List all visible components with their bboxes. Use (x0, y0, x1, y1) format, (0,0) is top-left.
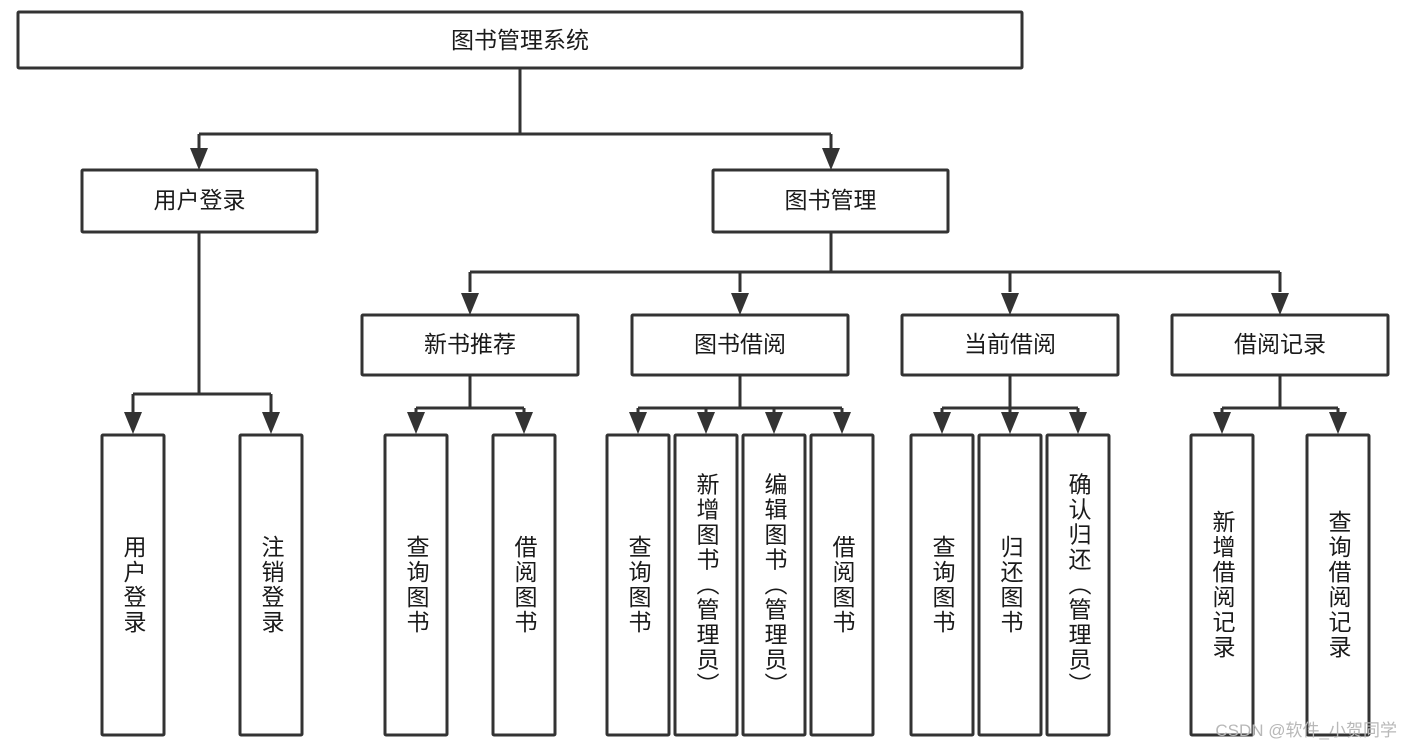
node-user-login[interactable]: 用户登录 (80, 168, 319, 234)
connector-root-to-level2 (190, 68, 840, 170)
leaf-query-record[interactable]: 查询借阅记录 (1305, 433, 1371, 737)
leaf-query-book-2-label: 查询图书 (625, 535, 652, 635)
node-current-borrow-label: 当前借阅 (964, 331, 1056, 357)
arrow-to-leaf-add-record (1213, 412, 1231, 434)
leaf-edit-book[interactable]: 编辑图书（管理员） (741, 433, 807, 737)
leaf-query-book-2[interactable]: 查询图书 (605, 433, 671, 737)
leaf-user-login[interactable]: 用户登录 (100, 433, 166, 737)
leaf-add-record[interactable]: 新增借阅记录 (1189, 433, 1255, 737)
leaf-logout-label: 注销登录 (258, 535, 285, 635)
node-borrow-record-label: 借阅记录 (1234, 331, 1326, 357)
arrow-to-leaf-add-book (697, 412, 715, 434)
arrow-to-leaf-borrow-book-2 (833, 412, 851, 434)
leaf-query-book-3[interactable]: 查询图书 (909, 433, 975, 737)
node-root-label: 图书管理系统 (451, 27, 589, 53)
node-current-borrow[interactable]: 当前借阅 (900, 313, 1120, 377)
leaf-add-book[interactable]: 新增图书（管理员） (673, 433, 739, 737)
arrow-to-leaf-user-login (124, 412, 142, 434)
arrow-to-leaf-query-book-1 (407, 412, 425, 434)
watermark-text: CSDN @软件_小贺同学 (1215, 721, 1397, 740)
node-new-book-rec[interactable]: 新书推荐 (360, 313, 580, 377)
node-book-borrow-label: 图书借阅 (694, 331, 786, 357)
leaf-query-book-1[interactable]: 查询图书 (383, 433, 449, 737)
leaf-query-book-3-label: 查询图书 (929, 535, 956, 635)
leaf-borrow-book-1[interactable]: 借阅图书 (491, 433, 557, 737)
leaf-return-book[interactable]: 归还图书 (977, 433, 1043, 737)
leaf-borrow-book-1-label: 借阅图书 (511, 535, 538, 635)
node-user-login-label: 用户登录 (154, 187, 246, 213)
arrow-to-leaf-return-book (1001, 412, 1019, 434)
connector-new-book-rec-to-leaves (407, 375, 533, 434)
leaf-logout[interactable]: 注销登录 (238, 433, 304, 737)
arrow-to-borrow-record (1271, 293, 1289, 315)
node-book-borrow[interactable]: 图书借阅 (630, 313, 850, 377)
connector-current-borrow-to-leaves (933, 375, 1087, 434)
arrow-to-current-borrow (1001, 293, 1019, 315)
leaf-return-book-label: 归还图书 (997, 535, 1024, 635)
arrow-to-leaf-confirm-return (1069, 412, 1087, 434)
node-root[interactable]: 图书管理系统 (16, 10, 1024, 70)
leaf-edit-book-label: 编辑图书（管理员） (761, 473, 788, 698)
connector-borrow-record-to-leaves (1213, 375, 1347, 434)
leaf-add-book-label: 新增图书（管理员） (693, 473, 720, 698)
leaf-user-login-label: 用户登录 (120, 535, 147, 635)
node-book-manage[interactable]: 图书管理 (711, 168, 950, 234)
node-new-book-rec-label: 新书推荐 (424, 331, 516, 357)
leaf-add-record-label: 新增借阅记录 (1209, 510, 1236, 660)
arrow-to-book-manage (822, 148, 840, 170)
arrow-to-user-login (190, 148, 208, 170)
leaf-query-book-1-label: 查询图书 (403, 535, 430, 635)
leaf-borrow-book-2[interactable]: 借阅图书 (809, 433, 875, 737)
arrow-to-leaf-query-book-2 (629, 412, 647, 434)
leaf-query-record-label: 查询借阅记录 (1325, 510, 1352, 660)
node-book-manage-label: 图书管理 (785, 187, 877, 213)
connector-user-login-to-leaves (124, 232, 280, 434)
arrow-to-leaf-query-book-3 (933, 412, 951, 434)
arrow-to-new-book-rec (461, 293, 479, 315)
leaf-confirm-return-label: 确认归还（管理员） (1065, 473, 1092, 698)
leaf-borrow-book-2-label: 借阅图书 (829, 535, 856, 635)
connector-book-borrow-to-leaves (629, 375, 851, 434)
arrow-to-leaf-edit-book (765, 412, 783, 434)
arrow-to-leaf-logout (262, 412, 280, 434)
node-borrow-record[interactable]: 借阅记录 (1170, 313, 1390, 377)
connector-book-manage-to-level3 (461, 232, 1289, 315)
arrow-to-book-borrow (731, 293, 749, 315)
arrow-to-leaf-query-record (1329, 412, 1347, 434)
arrow-to-leaf-borrow-book-1 (515, 412, 533, 434)
leaf-confirm-return[interactable]: 确认归还（管理员） (1045, 433, 1111, 737)
